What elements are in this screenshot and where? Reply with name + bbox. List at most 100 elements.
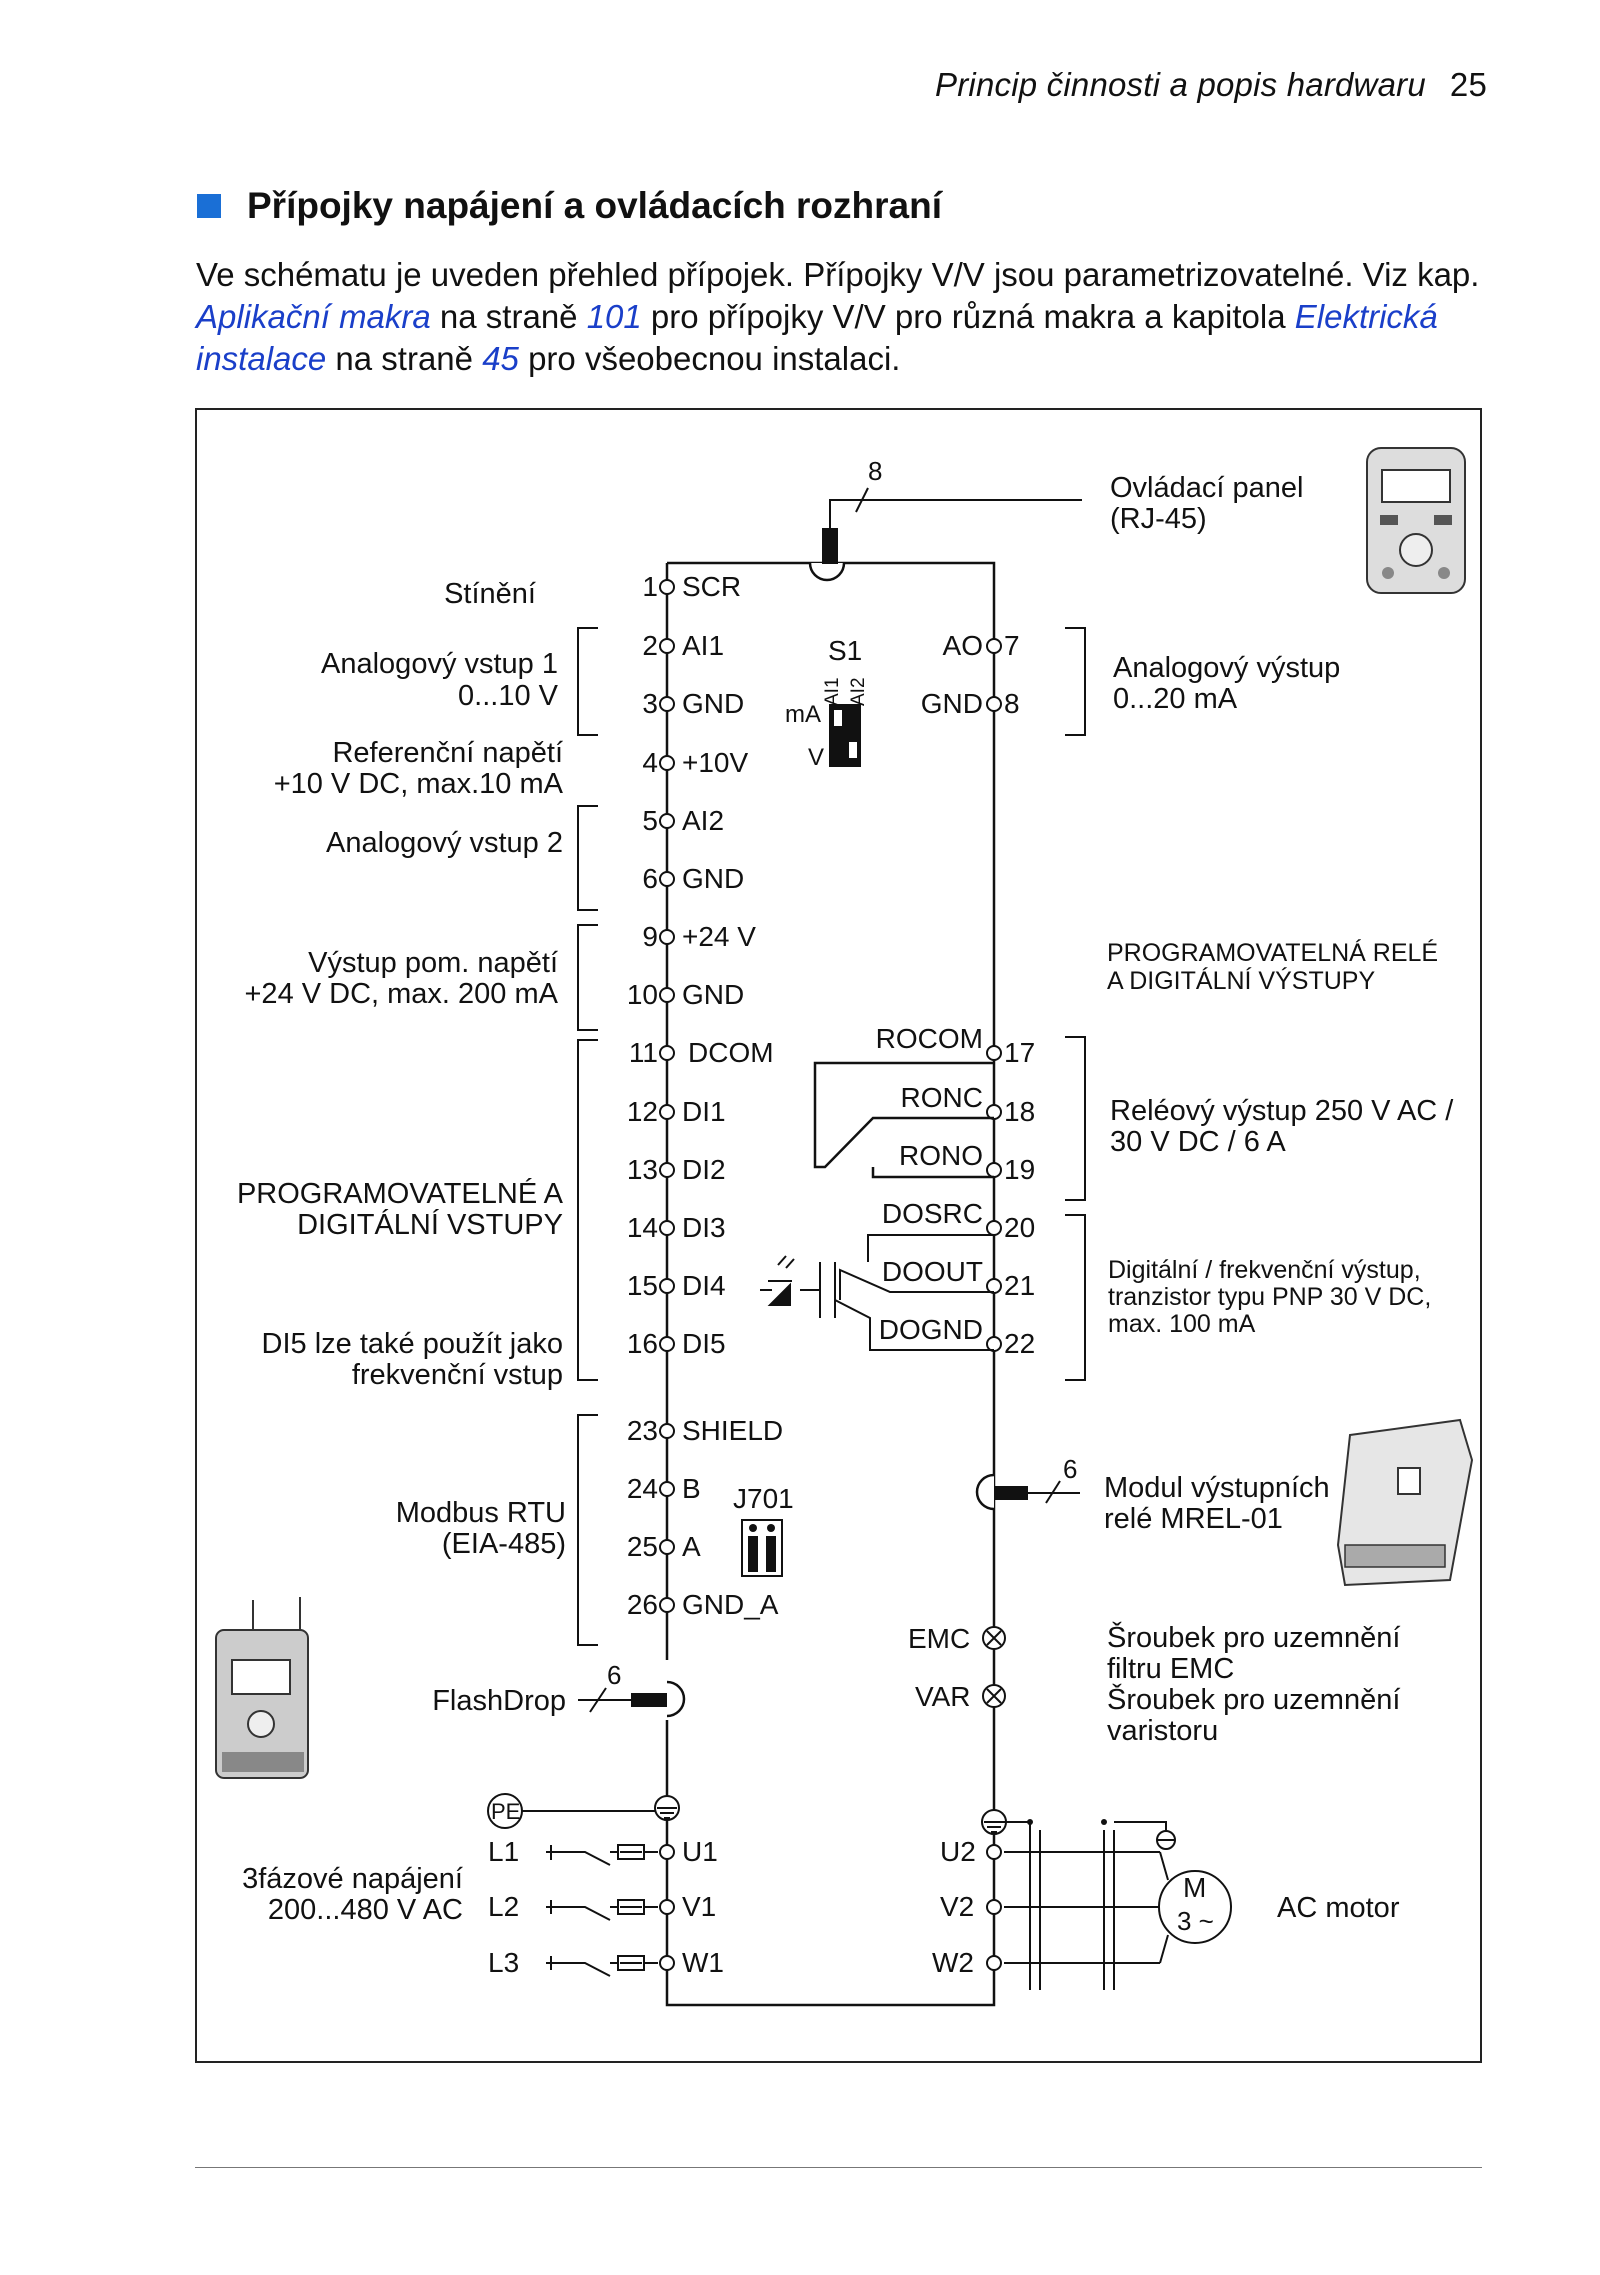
intro-text: pro všeobecnou instalaci. (518, 340, 901, 377)
terminal-name: AO (943, 630, 983, 661)
terminal-name: DCOM (688, 1037, 774, 1068)
label-panel-b: (RJ-45) (1110, 503, 1207, 535)
label-flashdrop: FlashDrop (432, 1685, 566, 1717)
terminal-point (659, 1220, 675, 1236)
flashdrop-plug (631, 1693, 667, 1707)
control-panel-icon (1366, 447, 1466, 594)
label-do-b: tranzistor typu PNP 30 V DC, (1108, 1283, 1431, 1311)
label-supply-a: 3fázové napájení (242, 1863, 463, 1895)
terminal-number: 2 (642, 630, 658, 661)
terminal-name: GND (682, 979, 744, 1010)
terminal-number: 14 (627, 1212, 658, 1243)
transistor-symbol (760, 1234, 994, 1351)
terminal-point (659, 1597, 675, 1613)
terminal-name: +10V (682, 747, 748, 778)
intro-paragraph: Ve schématu je uveden přehled přípojek. … (196, 254, 1506, 380)
terminal-point (986, 638, 1002, 654)
page-number: 25 (1449, 66, 1487, 103)
label-do-c: max. 100 mA (1108, 1310, 1256, 1338)
terminal-number: 16 (627, 1328, 658, 1359)
link-page-45[interactable]: 45 (482, 340, 519, 377)
terminal-number: 10 (627, 979, 658, 1010)
label-ref-b: +10 V DC, max.10 mA (274, 768, 564, 800)
terminal-point (659, 696, 675, 712)
label-ai2: Analogový vstup 2 (326, 827, 563, 859)
v1-label: V1 (682, 1891, 716, 1922)
emc-label: EMC (908, 1623, 970, 1654)
terminal-name: B (682, 1473, 701, 1504)
motor-m-label: M (1183, 1872, 1206, 1903)
mrel-module-icon (1336, 1418, 1474, 1587)
terminal-point (659, 579, 675, 595)
terminal-point (659, 929, 675, 945)
v2-label: V2 (940, 1891, 974, 1922)
terminal-point (659, 1423, 675, 1439)
terminal-number: 1 (642, 571, 658, 602)
panel-connector-plug (822, 528, 838, 564)
terminal-number: 25 (627, 1531, 658, 1562)
link-aplikacni-makra[interactable]: Aplikační makra (196, 298, 431, 335)
section-title: Přípojky napájení a ovládacích rozhraní (247, 185, 942, 226)
var-label: VAR (915, 1681, 971, 1712)
label-relay-a: Reléový výstup 250 V AC / (1110, 1095, 1454, 1127)
terminal-point (659, 1045, 675, 1061)
terminal-name: GND_A (682, 1589, 779, 1620)
terminal-number: 12 (627, 1096, 658, 1127)
terminal-point (659, 1278, 675, 1294)
terminal-number: 11 (629, 1037, 658, 1068)
label-shield: Stínění (444, 578, 536, 610)
pe-icon (487, 1793, 523, 1829)
pe-label: PE (491, 1799, 520, 1824)
s1-label: S1 (828, 635, 862, 666)
w2-label: W2 (932, 1947, 974, 1978)
terminal-point (659, 1104, 675, 1120)
terminal-number: 15 (627, 1270, 658, 1301)
terminal-point (986, 1045, 1002, 1061)
terminal-name: DOGND (879, 1314, 983, 1345)
terminal-number: 5 (642, 805, 658, 836)
l1-label: L1 (488, 1836, 519, 1867)
flashdrop-cable-count: 6 (607, 1660, 621, 1690)
intro-text: na straně (326, 340, 483, 377)
j701-label: J701 (733, 1483, 794, 1514)
u2-label: U2 (940, 1836, 976, 1867)
label-prog-a: PROGRAMOVATELNÁ RELÉ (1107, 938, 1438, 967)
page-header: Princip činnosti a popis hardwaru 25 (935, 66, 1487, 104)
terminal-number: 24 (627, 1473, 658, 1504)
terminal-name: RONO (899, 1140, 983, 1171)
terminal-name: SHIELD (682, 1415, 783, 1446)
label-supply-b: 200...480 V AC (268, 1894, 463, 1926)
terminal-number: 8 (1004, 688, 1020, 719)
footer-rule (195, 2167, 1482, 2168)
link-page-101[interactable]: 101 (586, 298, 642, 335)
header-title: Princip činnosti a popis hardwaru (935, 66, 1426, 103)
terminal-name: +24 V (682, 921, 756, 952)
terminal-name: SCR (682, 571, 741, 602)
panel-cable-count: 8 (868, 456, 882, 486)
label-aux-a: Výstup pom. napětí (308, 947, 558, 979)
label-emc-b: filtru EMC (1107, 1653, 1234, 1685)
j701-jumper[interactable] (741, 1519, 783, 1577)
terminal-name: ROCOM (876, 1023, 983, 1054)
label-di5-a: DI5 lze také použít jako (262, 1328, 563, 1360)
terminal-point (659, 1481, 675, 1497)
label-var-a: Šroubek pro uzemnění (1107, 1682, 1400, 1716)
l3-label: L3 (488, 1947, 519, 1978)
label-mrel-b: relé MREL-01 (1104, 1503, 1283, 1535)
link-elektricka-instalace[interactable]: Elektrická instalace (196, 298, 1438, 377)
intro-text: pro přípojky V/V pro různá makra a kapit… (641, 298, 1295, 335)
label-panel-a: Ovládací panel (1110, 472, 1303, 504)
label-ao-b: 0...20 mA (1113, 683, 1238, 715)
terminal-point (986, 1278, 1002, 1294)
terminal-point (659, 755, 675, 771)
terminal-name: DOSRC (882, 1198, 983, 1229)
s1-ai2-label: AI2 (848, 677, 869, 706)
relay-contact-symbol (813, 1061, 994, 1179)
terminal-number: 26 (627, 1589, 658, 1620)
label-var-b: varistoru (1107, 1715, 1218, 1747)
mrel-cable-count: 6 (1063, 1454, 1077, 1484)
terminal-point (986, 1220, 1002, 1236)
w1-label: W1 (682, 1947, 724, 1978)
